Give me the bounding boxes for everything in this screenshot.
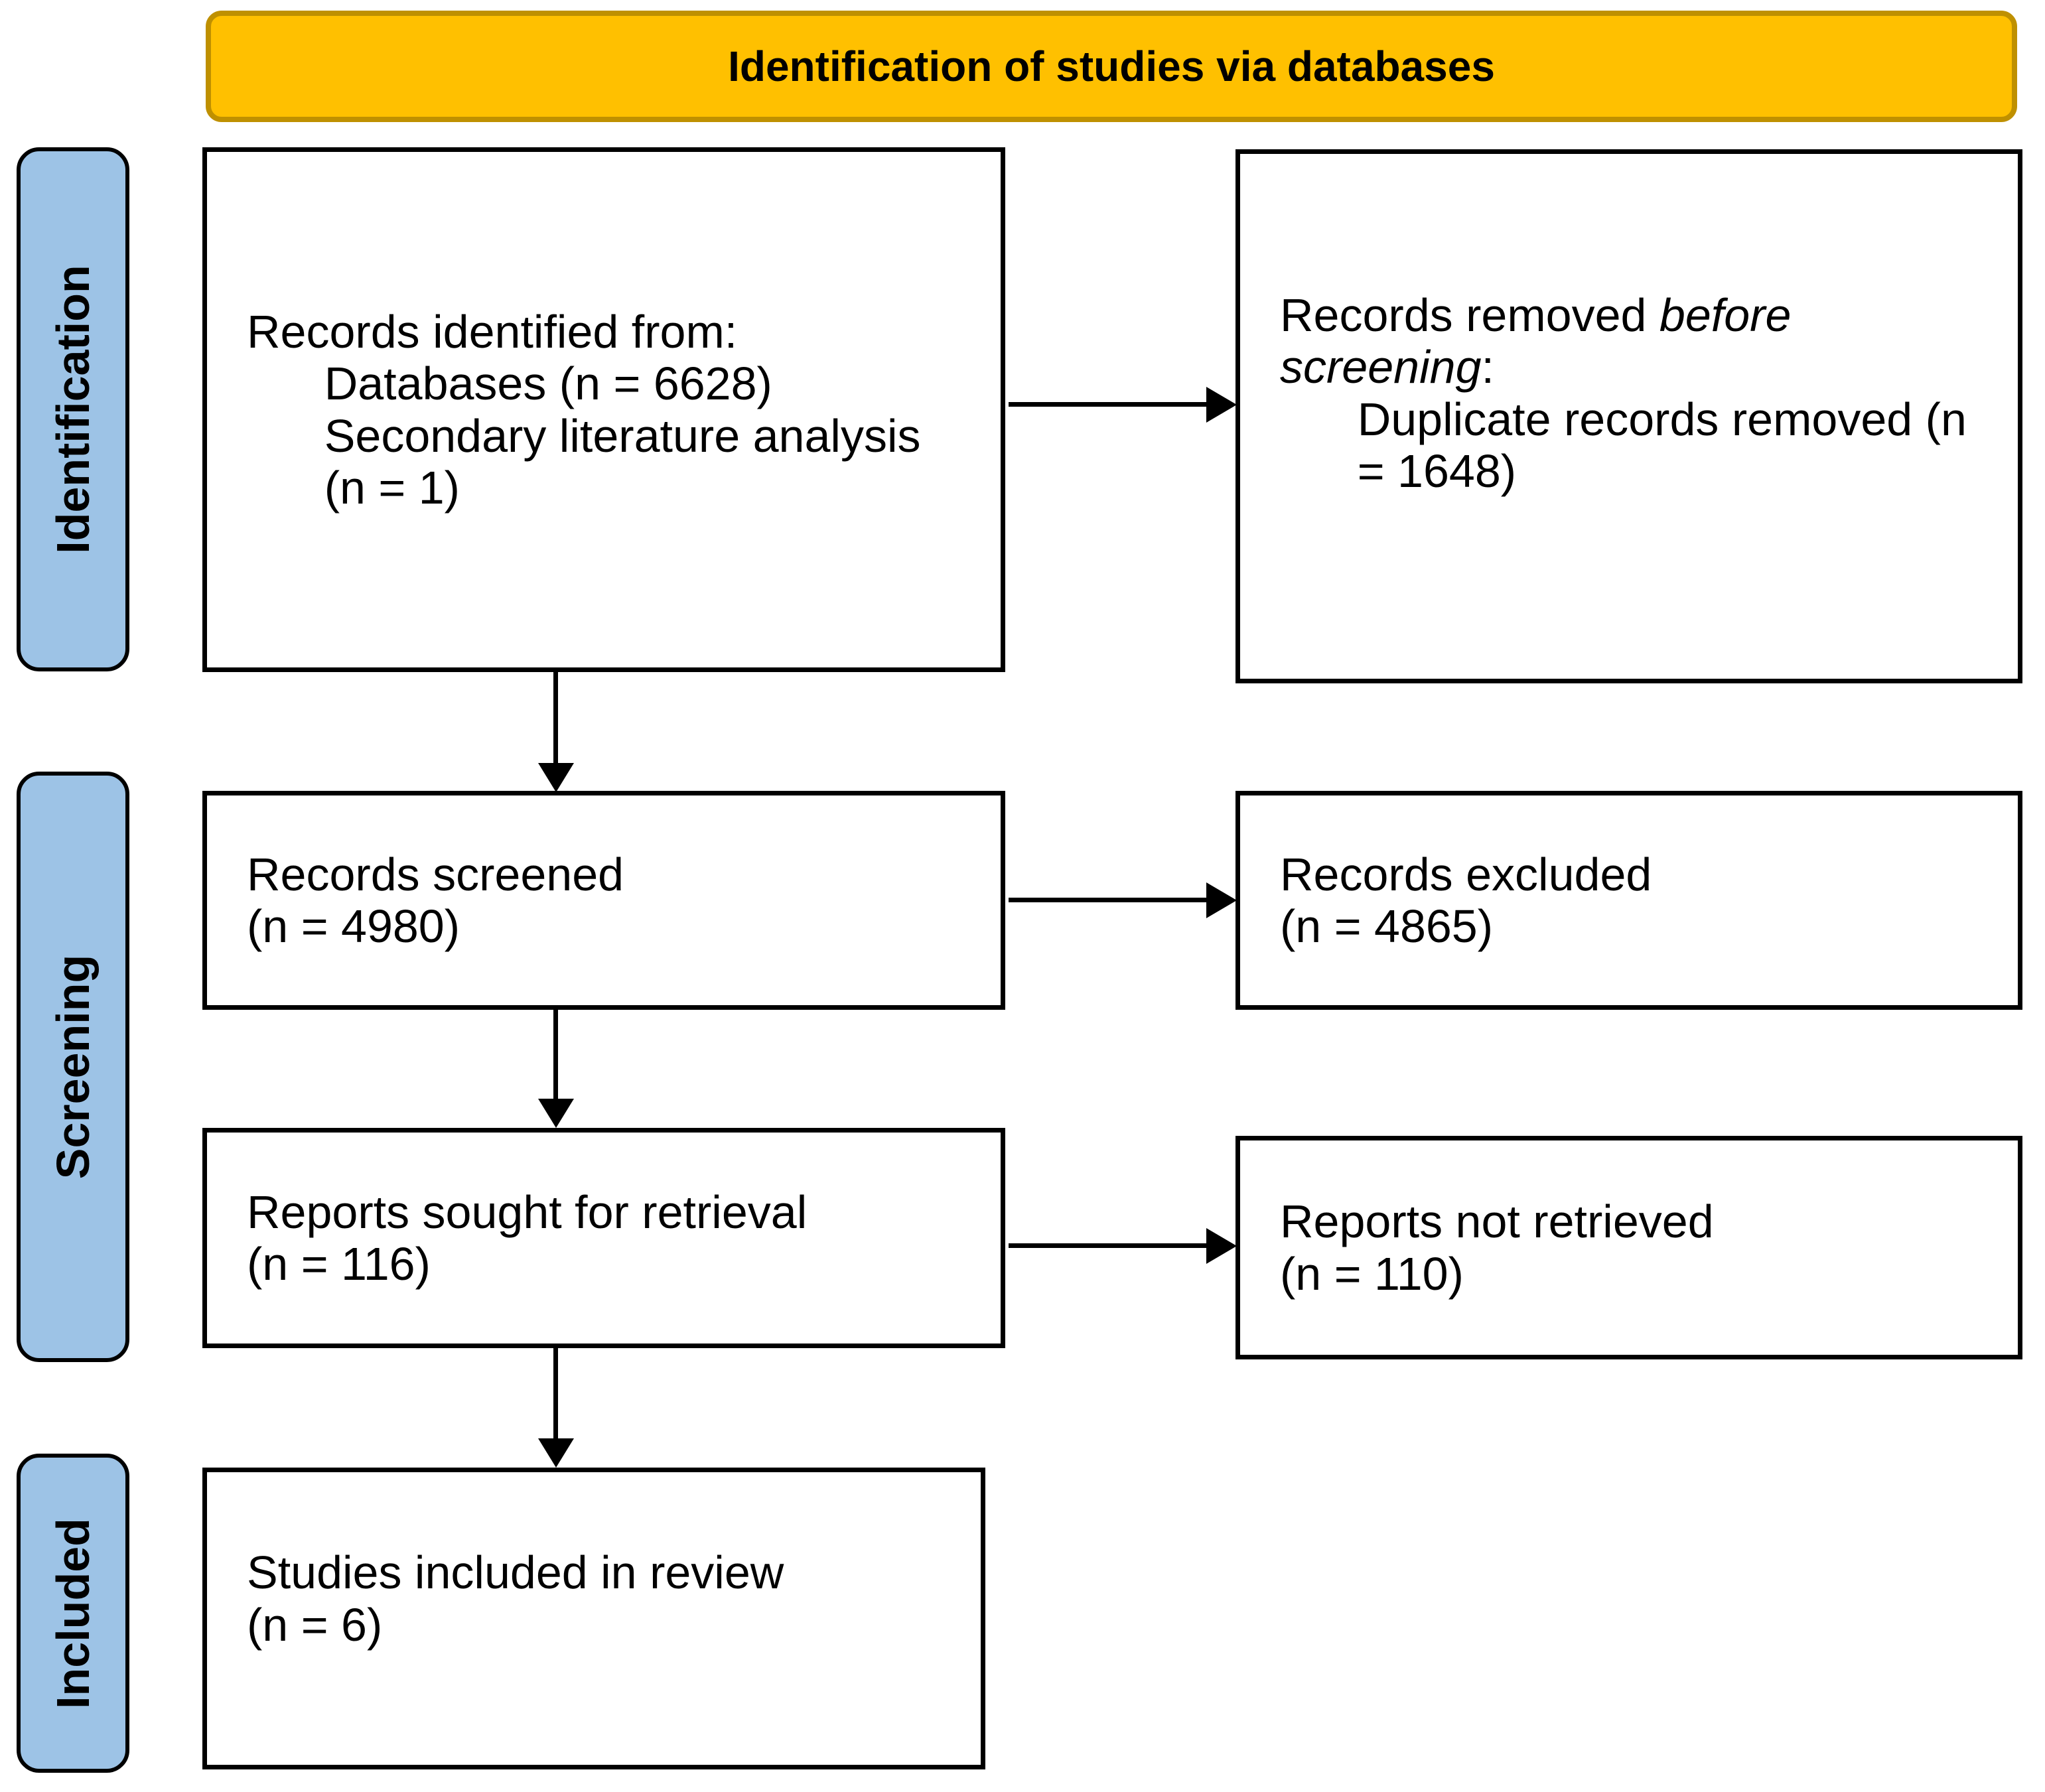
box-records-removed-text: Records removed before screening: Duplic… <box>1240 289 1987 498</box>
box-records-screened-text: Records screened (n = 4980) <box>247 848 624 952</box>
stage-label-screening-text: Screening <box>47 954 100 1180</box>
box-reports-sought: Reports sought for retrieval (n = 116) <box>202 1128 1005 1348</box>
banner-identification-of-studies: Identification of studies via databases <box>206 11 2017 122</box>
banner-title: Identification of studies via databases <box>728 42 1495 90</box>
box-records-excluded: Records excluded (n = 4865) <box>1235 791 2022 1010</box>
arrow-identified-to-removed-line <box>1009 402 1206 407</box>
records-removed-emphasis: before screening <box>1280 289 1792 393</box>
stage-label-identification-text: Identification <box>47 265 99 554</box>
box-records-excluded-text: Records excluded (n = 4865) <box>1280 848 1652 952</box>
box-records-identified-text: Records identified from: Databases (n = … <box>247 305 921 514</box>
stage-label-screening: Screening <box>17 772 129 1362</box>
arrow-sought-to-not-retrieved-line <box>1009 1243 1206 1248</box>
arrow-screened-to-sought-head <box>538 1099 574 1128</box>
arrow-identified-to-screened-line <box>553 672 558 766</box>
arrow-identified-to-screened-head <box>538 763 574 792</box>
arrow-sought-to-included-head <box>538 1438 574 1468</box>
stage-label-included: Included <box>17 1454 129 1773</box>
arrow-sought-to-not-retrieved-head <box>1206 1228 1237 1264</box>
records-removed-suffix: : Duplicate records removed (n = 1648) <box>1357 341 1967 497</box>
arrow-screened-to-sought-line <box>553 1010 558 1101</box>
box-records-identified: Records identified from: Databases (n = … <box>202 147 1005 672</box>
arrow-sought-to-included-line <box>553 1348 558 1440</box>
box-studies-included: Studies included in review (n = 6) <box>202 1468 985 1769</box>
stage-label-included-text: Included <box>47 1517 100 1709</box>
arrow-screened-to-excluded-head <box>1206 882 1237 918</box>
box-studies-included-text: Studies included in review (n = 6) <box>247 1547 784 1651</box>
box-records-removed: Records removed before screening: Duplic… <box>1235 149 2022 683</box>
box-reports-sought-text: Reports sought for retrieval (n = 116) <box>247 1186 808 1290</box>
records-removed-prefix: Records removed <box>1280 289 1659 341</box>
box-reports-not-retrieved: Reports not retrieved (n = 110) <box>1235 1136 2022 1359</box>
arrow-identified-to-removed-head <box>1206 387 1237 423</box>
arrow-screened-to-excluded-line <box>1009 898 1206 902</box>
box-records-screened: Records screened (n = 4980) <box>202 791 1005 1010</box>
stage-label-identification: Identification <box>17 147 129 671</box>
box-reports-not-retrieved-text: Reports not retrieved (n = 110) <box>1280 1196 1714 1300</box>
